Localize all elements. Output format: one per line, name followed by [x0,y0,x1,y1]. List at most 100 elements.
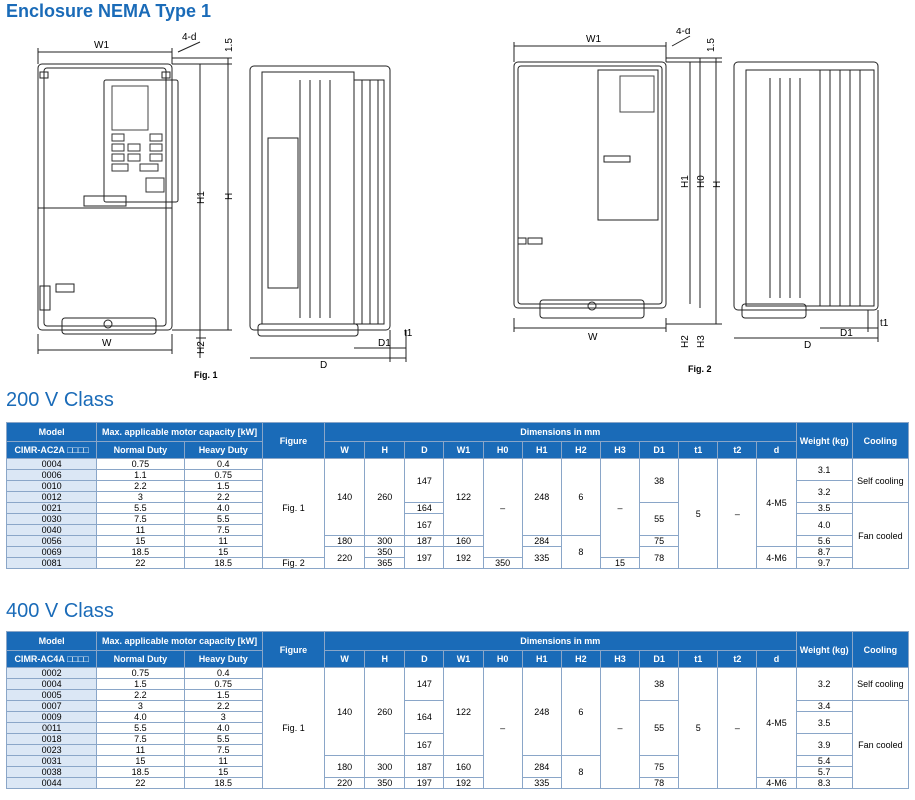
h3-cell: – [599,458,641,558]
col-d: D [404,441,445,459]
model-cell: 0007 [5,700,98,712]
d-cell: 197 [404,777,445,789]
table-row: 0056 15 11 180 300 187 160 284 8 75 5.6 [5,535,909,569]
col-d: D [404,650,445,668]
w-cell: 140 [324,667,366,756]
heavy-duty-cell: 0.75 [183,678,263,690]
col-t2: t2 [717,441,758,459]
fig1-front-view [37,63,179,335]
heavy-duty-cell: 5.5 [183,513,263,525]
t2-cell: – [717,667,758,789]
heavy-duty-cell: 5.5 [183,733,263,745]
model-cell: 0081 [5,557,98,569]
dim-w-fig2: W [588,332,598,343]
col-w1: W1 [443,650,484,668]
figure-cell: Fig. 1 [261,458,326,558]
normal-duty-cell: 18.5 [96,766,185,778]
table-row: 0031 15 11 180 300 187 160 284 8 75 5.4 [5,755,909,789]
table-row: 0009 4.0 3 3.5 [5,711,909,734]
dim-h3-fig2: H3 [696,335,707,348]
enclosure-drawings: W1 W 4-d 1.5 H1 H H2 D D1 t1 Fig. 1 W1 W… [37,28,889,380]
h1-cell: 248 [521,667,562,756]
spec-table-200v: Model Max. applicable motor capacity [kW… [5,422,910,569]
col-cooling: Cooling [851,631,910,668]
h1-cell: 284 [521,755,562,778]
weight-cell: 3.2 [795,667,853,701]
normal-duty-cell: 4.0 [96,711,185,723]
weight-cell: 5.7 [795,766,853,778]
d1-cell: 78 [639,546,680,569]
w1-cell: 160 [443,535,484,547]
col-h2: H2 [560,441,601,459]
col-t2: t2 [717,650,758,668]
model-cell: 0011 [5,722,98,734]
table-row: 0007 3 2.2 164 55 3.4 Fan cooled [5,700,910,789]
dim-h-fig2: H [712,181,723,188]
d1-cell: 55 [639,700,680,756]
heavy-duty-cell: 2.2 [183,700,263,712]
class200-title: 200 V Class [6,389,114,411]
normal-duty-cell: 11 [96,524,185,536]
dim-t1-fig1: t1 [404,328,413,339]
cooling-cell: Self cooling [851,667,910,701]
model-cell: 0040 [5,524,98,536]
d1-cell: 38 [639,458,680,503]
d-cell: 167 [404,733,445,756]
h1-cell: 284 [521,535,562,547]
h2-cell: 8 [560,755,601,789]
h1-cell: 248 [521,458,562,536]
h2-cell: 8 [560,535,601,569]
model-cell: 0002 [5,667,98,679]
cooling-cell: Fan cooled [851,700,910,789]
w-cell: 220 [324,546,366,569]
col-cooling: Cooling [851,422,910,459]
col-h1: H1 [521,441,562,459]
col-h3: H3 [599,441,641,459]
heavy-duty-cell: 18.5 [183,557,263,569]
col-d1: D1 [639,650,680,668]
col-h2: H2 [560,650,601,668]
model-cell: 0030 [5,513,98,525]
fig2-side-view [733,61,879,319]
model-cell: 0018 [5,733,98,745]
h0-cell: – [482,458,523,558]
normal-duty-cell: 7.5 [96,513,185,525]
heavy-duty-cell: 4.0 [183,722,263,734]
d1-cell: 75 [639,755,680,778]
heavy-duty-cell: 0.4 [183,667,263,679]
dim-d1-fig2: D1 [840,328,853,339]
dim-w-fig1: W [102,338,112,349]
d-cell: 167 [404,513,445,536]
w1-cell: 122 [443,458,484,536]
col-normal-duty: Normal Duty [96,650,185,668]
normal-duty-cell: 2.2 [96,689,185,701]
col-w: W [324,441,366,459]
col-h: H [364,441,406,459]
col-t1: t1 [678,441,719,459]
h-cell: 350 [364,546,406,558]
h1-cell: 335 [521,777,562,789]
col-t1: t1 [678,650,719,668]
table-row: 0081 22 18.5 Fig. 2 365 350 15 9.7 [5,557,909,569]
model-cell: 0038 [5,766,98,778]
col-model-prefix: CIMR-AC2A □□□□ [5,441,98,459]
col-h: H [364,650,406,668]
heavy-duty-cell: 3 [183,711,263,723]
w-cell: 180 [324,755,366,778]
dim-depth-fig1: D [320,360,327,371]
heavy-duty-cell: 15 [183,766,263,778]
col-motor-capacity: Max. applicable motor capacity [kW] [96,631,263,651]
d-cell: 147 [404,667,445,701]
model-cell: 0004 [5,678,98,690]
d1-cell: 75 [639,535,680,547]
table-row: 0044 22 18.5 220 350 197 192 335 78 4-M6… [5,777,909,789]
heavy-duty-cell: 7.5 [183,524,263,536]
w-cell: 180 [324,535,366,547]
normal-duty-cell: 11 [96,744,185,756]
normal-duty-cell: 22 [96,557,185,569]
weight-cell: 5.6 [795,535,853,547]
normal-duty-cell: 5.5 [96,502,185,514]
col-model: Model [5,422,98,442]
model-cell: 0023 [5,744,98,756]
normal-duty-cell: 0.75 [96,458,185,470]
